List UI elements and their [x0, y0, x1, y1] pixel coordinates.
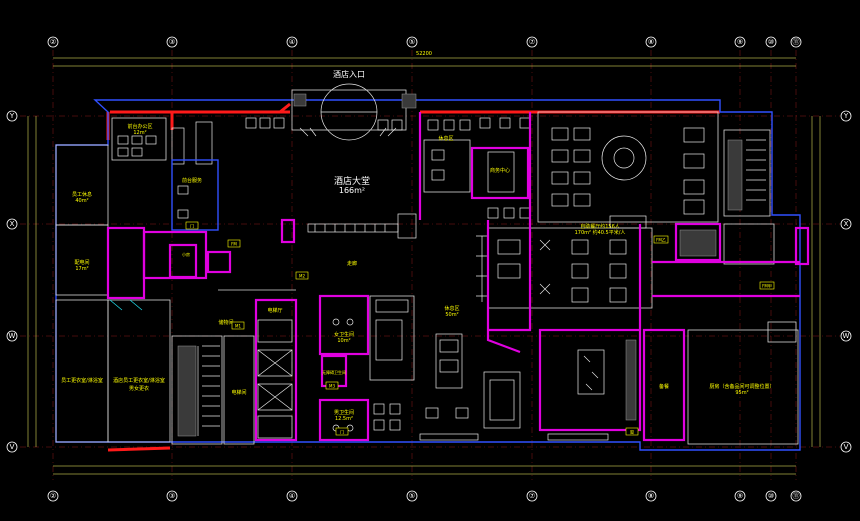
svg-text:M1: M1: [235, 324, 241, 329]
svg-text:X: X: [10, 220, 15, 228]
lobby-area: 166m²: [339, 186, 365, 195]
svg-text:⑧: ⑧: [648, 492, 654, 500]
svg-text:窗: 窗: [630, 429, 634, 435]
restaurant-area: 170m² 约40.5平米/人: [575, 229, 626, 236]
entrance-label: 酒店入口: [333, 69, 365, 79]
svg-text:FM乙: FM乙: [656, 237, 666, 243]
elevator-shaft-label: 电梯间: [231, 389, 246, 396]
lobby-counter: [280, 213, 417, 244]
elevator-hall-label: 电梯厅: [267, 307, 282, 314]
rest-area-label: 休息区: [438, 135, 453, 142]
svg-text:②: ②: [50, 38, 56, 46]
staff-locker-label: 员工更衣室/淋浴室: [61, 377, 103, 384]
staff-rest-area: 40m²: [75, 198, 88, 204]
female-wc-area: 10m²: [337, 338, 350, 344]
female-wc-label: 女卫生间: [334, 331, 354, 338]
business-center-label: 商务中心: [490, 167, 510, 174]
front-desk-label: 前台服务: [182, 177, 202, 184]
right-stair-core: [674, 129, 810, 266]
male-wc-area: 12.5m²: [335, 416, 353, 422]
lobby-label: 酒店大堂: [334, 175, 370, 187]
lobby-seating: [245, 117, 403, 131]
hotel-locker-sub: 男女更衣: [129, 385, 149, 392]
svg-text:⑧: ⑧: [648, 38, 654, 46]
svg-text:⑦: ⑦: [529, 38, 535, 46]
lounge-label: 休息区: [444, 305, 459, 312]
svg-text:FM: FM: [231, 242, 237, 247]
svg-text:⑨: ⑨: [737, 38, 743, 46]
svg-text:W: W: [843, 332, 850, 340]
svg-text:④: ④: [289, 492, 295, 500]
corridor-label: 走廊: [347, 260, 357, 267]
left-stair-core: [171, 335, 255, 445]
kitchen-label: 厨房（含备品间可调整位置）: [709, 383, 774, 390]
restaurant-label: 自助餐厅约156人: [580, 223, 620, 230]
small-room-label: 小房: [182, 251, 190, 257]
electrical-room-area: 17m²: [75, 266, 88, 272]
storage-label: 储物间: [218, 319, 233, 326]
hotel-locker-label: 酒店员工更衣室/淋浴室: [113, 377, 165, 384]
pantry-label: 备餐: [659, 383, 669, 390]
svg-text:⑩: ⑩: [768, 38, 774, 46]
svg-text:③: ③: [169, 492, 175, 500]
svg-text:②: ②: [50, 492, 56, 500]
exterior-walls: [55, 99, 801, 452]
svg-text:④: ④: [289, 38, 295, 46]
svg-text:⑦: ⑦: [529, 492, 535, 500]
svg-text:M2: M2: [299, 274, 305, 279]
door-tags: 门 FM M1 M2 M3 FM乙 FM甲 窗 门: [185, 221, 775, 436]
lounge-area: [419, 333, 521, 441]
svg-text:V: V: [10, 443, 15, 451]
staff-rest-label: 员工休息: [72, 191, 92, 198]
electrical-room-label: 配电间: [74, 259, 89, 266]
svg-text:⑪: ⑪: [793, 492, 800, 500]
left-service-rooms: [55, 144, 232, 443]
svg-text:⑪: ⑪: [793, 38, 800, 46]
svg-text:⑨: ⑨: [737, 492, 743, 500]
svg-text:⑤: ⑤: [409, 38, 415, 46]
interior-partitions: [218, 112, 800, 354]
overall-dimension: 52200: [416, 51, 432, 57]
accessible-wc-label: 无障碍卫生间: [322, 369, 346, 375]
svg-text:门: 门: [340, 429, 344, 435]
dimension-lines: [27, 57, 821, 475]
kitchen-area: 95m²: [735, 390, 748, 396]
svg-text:W: W: [9, 332, 16, 340]
svg-text:⑤: ⑤: [409, 492, 415, 500]
front-office-area: 12m²: [133, 130, 146, 136]
svg-text:⑩: ⑩: [768, 492, 774, 500]
rest-business-zone: [423, 117, 531, 219]
column-axis-bubbles-bottom: ② ③ ④ ⑤ ⑦ ⑧ ⑨ ⑩ ⑪: [47, 490, 802, 502]
lounge-area-value: 50m²: [445, 312, 458, 318]
elevator-bank: [254, 298, 298, 442]
restaurant-zone: [476, 111, 719, 309]
svg-text:M3: M3: [329, 384, 335, 389]
svg-text:X: X: [844, 220, 849, 228]
row-axis-bubbles: Y X W V Y X W V: [6, 110, 852, 453]
front-office: [111, 117, 219, 231]
svg-text:FM甲: FM甲: [762, 284, 772, 289]
svg-text:Y: Y: [843, 112, 849, 120]
front-office-label: 前台办公区: [127, 123, 152, 130]
svg-text:门: 门: [190, 223, 194, 229]
entrance-rotunda: [291, 83, 417, 141]
male-wc-label: 男卫生间: [334, 409, 354, 416]
svg-text:V: V: [844, 443, 849, 451]
svg-text:Y: Y: [9, 112, 15, 120]
kitchen-zone: [538, 321, 799, 445]
svg-text:③: ③: [169, 38, 175, 46]
column-axis-bubbles-top: ② ③ ④ ⑤ ⑦ ⑧ ⑨ ⑩ ⑪: [47, 36, 802, 48]
